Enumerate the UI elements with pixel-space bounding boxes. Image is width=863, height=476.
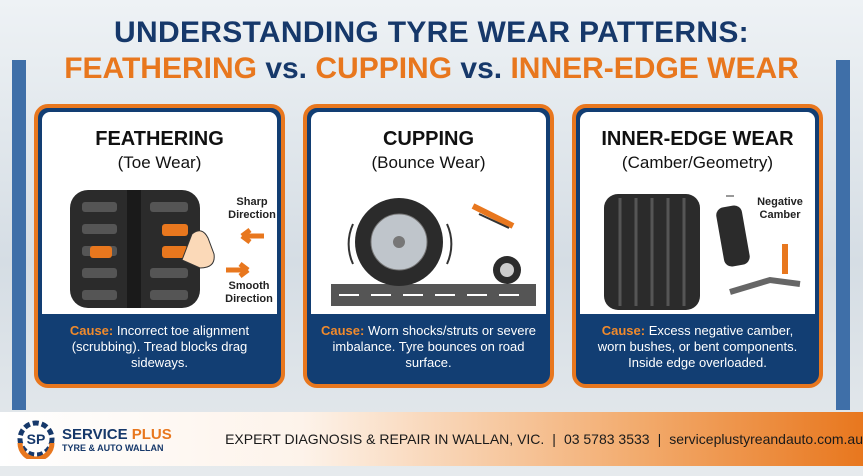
- feathering-tyre-illustration: [70, 190, 264, 308]
- svg-text:SP: SP: [27, 431, 46, 447]
- phone-number[interactable]: 03 5783 3533: [563, 431, 650, 447]
- label-sharp-direction: Sharp Direction: [228, 196, 276, 221]
- label-negative-camber: Negative Camber: [757, 196, 803, 221]
- website-link[interactable]: serviceplustyreandauto.com.au: [669, 431, 863, 447]
- cause-description: Excess negative camber, worn bushes, or …: [597, 323, 798, 370]
- cause-label: Cause:: [69, 323, 114, 338]
- lift-pillar: [836, 60, 850, 410]
- footer-tagline: EXPERT DIAGNOSIS & REPAIR IN WALLAN, VIC…: [225, 431, 545, 447]
- separator: |: [657, 431, 662, 447]
- separator: |: [552, 431, 556, 447]
- title-inner-edge: INNER-EDGE WEAR: [510, 52, 799, 85]
- cause-text: Cause: Excess negative camber, worn bush…: [580, 314, 815, 380]
- brand-accent: PLUS: [131, 425, 172, 443]
- cause-text: Cause: Incorrect toe alignment (scrubbin…: [42, 314, 277, 380]
- cause-description: Worn shocks/struts or severe imbalance. …: [332, 323, 537, 370]
- title-line2: FEATHERING vs. CUPPING vs. INNER-EDGE WE…: [0, 52, 863, 86]
- card-heading: INNER-EDGE WEAR: [601, 128, 794, 150]
- title-vs: vs.: [265, 52, 308, 85]
- card-inner-edge-wear: INNER-EDGE WEAR (Camber/Geometry) Negati…: [572, 104, 823, 388]
- title-cupping: CUPPING: [315, 52, 453, 85]
- gear-logo-icon: SP: [17, 420, 55, 459]
- cause-label: Cause:: [320, 323, 365, 338]
- title-vs: vs.: [460, 52, 503, 85]
- cause-label: Cause:: [601, 323, 646, 338]
- card-feathering: FEATHERING (Toe Wear) Sharp Direction Sm…: [34, 104, 285, 388]
- lift-pillar: [12, 60, 26, 410]
- card-subheading: (Camber/Geometry): [621, 153, 774, 172]
- cause-description: Incorrect toe alignment (scrubbing). Tre…: [71, 323, 250, 370]
- card-heading: FEATHERING: [95, 128, 224, 150]
- card-subheading: (Bounce Wear): [371, 153, 486, 172]
- cause-text: Cause: Worn shocks/struts or severe imba…: [311, 314, 546, 380]
- card-subheading: (Toe Wear): [117, 153, 202, 172]
- card-cupping: CUPPING (Bounce Wear) Cause: Worn shocks…: [303, 104, 554, 388]
- footer-banner: SP SERVICE PLUS TYRE & AUTO WALLAN EXPER…: [0, 412, 863, 466]
- cupping-wheel-illustration: [331, 198, 536, 306]
- label-smooth-direction: Smooth Direction: [225, 280, 273, 305]
- service-plus-logo: SP SERVICE PLUS TYRE & AUTO WALLAN: [16, 419, 209, 459]
- footer-contact: EXPERT DIAGNOSIS & REPAIR IN WALLAN, VIC…: [225, 431, 863, 447]
- title-line1: UNDERSTANDING TYRE WEAR PATTERNS:: [114, 16, 749, 49]
- title-feathering: FEATHERING: [64, 52, 257, 85]
- brand-name: SERVICE: [62, 425, 128, 443]
- inner-edge-tyre-illustration: [604, 194, 801, 310]
- brand-subtitle: TYRE & AUTO WALLAN: [62, 442, 164, 453]
- card-heading: CUPPING: [382, 128, 475, 150]
